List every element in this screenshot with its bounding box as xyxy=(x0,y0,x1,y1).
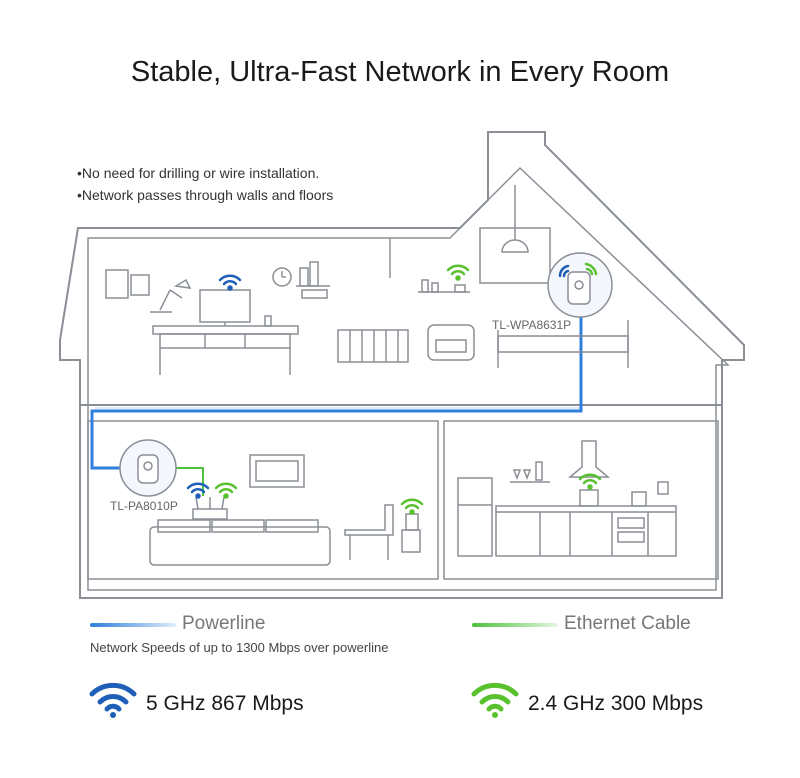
device-label-pa8010p: TL-PA8010P xyxy=(110,499,178,513)
lounge-chair xyxy=(344,504,394,560)
wifi-icon xyxy=(218,274,242,291)
wifi-icon xyxy=(446,264,470,281)
glasses xyxy=(510,461,550,483)
sofa xyxy=(149,519,331,566)
pendant-lamp-icon xyxy=(479,185,551,284)
wifi-icon xyxy=(578,473,602,490)
wifi-icon xyxy=(214,482,238,499)
inner-roof xyxy=(87,166,730,591)
page-title: Stable, Ultra-Fast Network in Every Room xyxy=(130,56,670,88)
shelf xyxy=(418,279,470,293)
band-5ghz-label: 5 GHz 867 Mbps xyxy=(146,692,304,715)
device-label-wpa8631p: TL-WPA8631P xyxy=(492,318,572,332)
powerline-cable xyxy=(90,310,583,470)
wifi-icon xyxy=(400,498,424,515)
wifi-icon xyxy=(584,262,598,276)
side-table xyxy=(401,529,421,553)
powerline-legend-swatch xyxy=(90,623,176,627)
wifi-icon xyxy=(89,682,137,718)
router-icon xyxy=(192,496,228,520)
adapter-wpa8631p xyxy=(547,252,613,318)
band-24ghz-label: 2.4 GHz 300 Mbps xyxy=(528,692,704,715)
armchair xyxy=(427,324,475,361)
desk-lamp-icon xyxy=(150,278,192,313)
fridge xyxy=(457,477,493,557)
powerline-legend-label: Powerline xyxy=(182,613,266,634)
counter xyxy=(495,505,677,557)
monitor-icon xyxy=(199,289,251,326)
living-room xyxy=(87,420,439,580)
ethernet-cable xyxy=(175,467,204,496)
wifi-icon xyxy=(471,682,519,718)
kitchen xyxy=(443,420,719,580)
crib xyxy=(337,329,409,363)
feature-list: No need for drilling or wire installatio… xyxy=(77,162,333,206)
ethernet-legend-swatch xyxy=(472,623,558,627)
range-hood-icon xyxy=(567,440,611,478)
clock-icon xyxy=(272,267,292,287)
feature-item: Network passes through walls and floors xyxy=(77,184,333,206)
desk xyxy=(152,325,299,335)
ethernet-legend-label: Ethernet Cable xyxy=(564,613,691,634)
wifi-icon xyxy=(186,482,210,499)
bed xyxy=(497,320,629,368)
tv-icon xyxy=(249,454,305,488)
wifi-icon xyxy=(558,264,570,278)
wall-art xyxy=(105,269,129,299)
speed-note: Network Speeds of up to 1300 Mbps over p… xyxy=(90,640,389,655)
feature-item: No need for drilling or wire installatio… xyxy=(77,162,333,184)
adapter-pa8010p xyxy=(119,439,177,497)
